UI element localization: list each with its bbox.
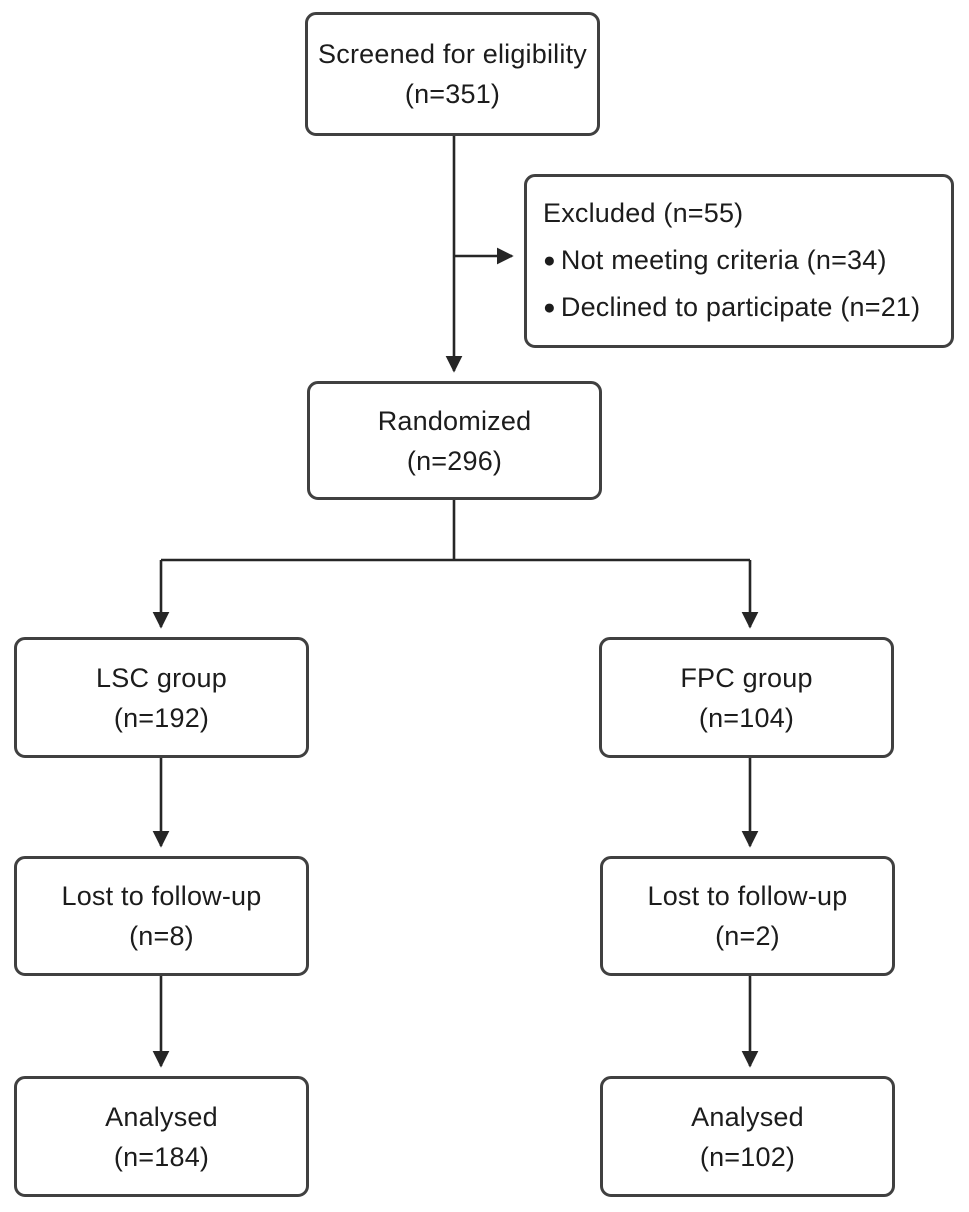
box-label-line: Analysed	[105, 1101, 218, 1132]
bullet-text: Declined to participate (n=21)	[560, 292, 921, 322]
box-count-line: (n=192)	[113, 702, 210, 733]
box-count-line: (n=2)	[715, 921, 780, 951]
box-label-line: Analysed	[691, 1101, 804, 1132]
excluded-bullet-item: ● Declined to participate (n=21)	[543, 284, 920, 331]
box-excluded: Excluded (n=55) ● Not meeting criteria (…	[524, 174, 954, 348]
box-analysed-fpc: Analysed (n=102)	[600, 1076, 895, 1197]
box-label-line: Lost to follow-up	[647, 881, 848, 911]
box-label-line: Screened for eligibility	[318, 39, 587, 69]
excluded-bullet-item: ● Not meeting criteria (n=34)	[543, 237, 887, 284]
bullet-text: Not meeting criteria (n=34)	[560, 245, 887, 275]
box-count-line: (n=104)	[698, 702, 795, 733]
box-lost-to-follow-up-fpc: Lost to follow-up (n=2)	[600, 856, 895, 976]
box-lsc-group: LSC group (n=192)	[14, 637, 309, 758]
box-label-line: Randomized	[377, 405, 532, 436]
box-randomized: Randomized (n=296)	[307, 381, 602, 500]
box-count-line: (n=8)	[129, 921, 194, 951]
box-label-line: FPC group	[680, 662, 813, 693]
box-label-line: LSC group	[96, 662, 227, 693]
box-screened-for-eligibility: Screened for eligibility (n=351)	[305, 12, 600, 136]
box-count-line: (n=351)	[404, 79, 501, 109]
box-label-line: Excluded (n=55)	[543, 198, 744, 228]
box-fpc-group: FPC group (n=104)	[599, 637, 894, 758]
box-lost-to-follow-up-lsc: Lost to follow-up (n=8)	[14, 856, 309, 976]
bullet-icon: ●	[543, 296, 556, 319]
box-label-line: Lost to follow-up	[61, 881, 262, 911]
box-count-line: (n=184)	[113, 1141, 210, 1172]
box-count-line: (n=296)	[406, 445, 503, 476]
bullet-icon: ●	[543, 249, 556, 272]
box-analysed-lsc: Analysed (n=184)	[14, 1076, 309, 1197]
box-count-line: (n=102)	[699, 1141, 796, 1172]
